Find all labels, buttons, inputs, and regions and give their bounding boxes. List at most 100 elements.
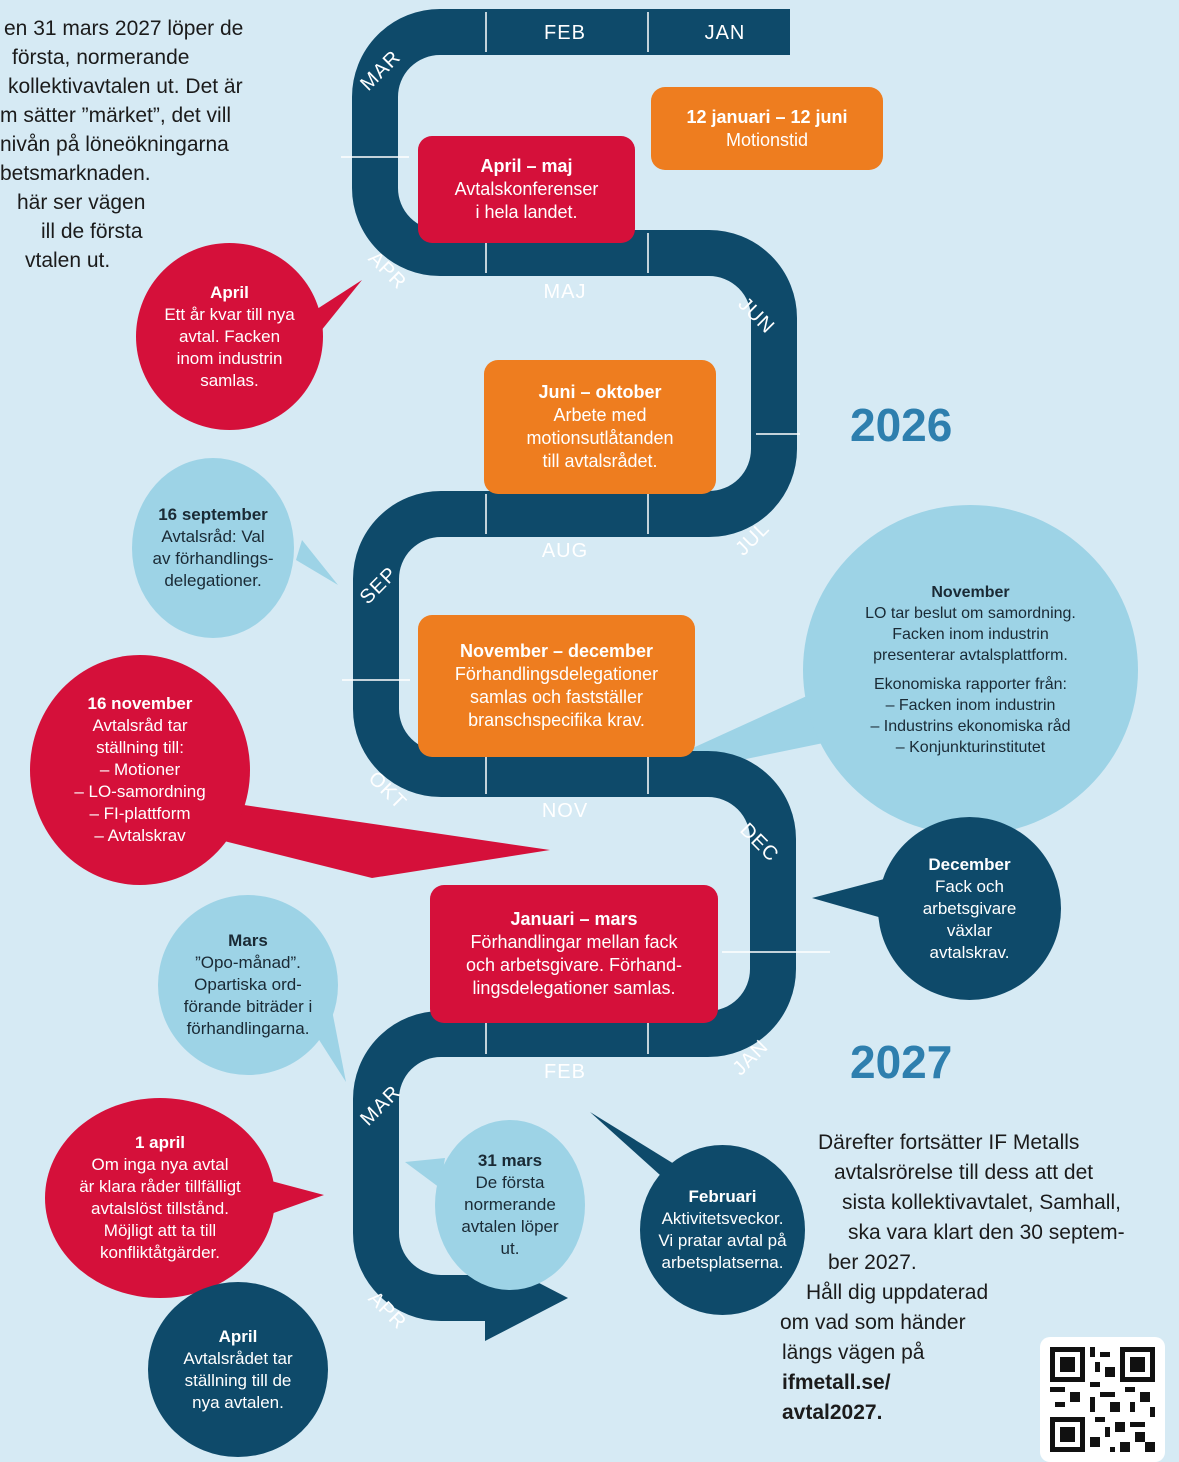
bubble-text: avtalen löper — [461, 1217, 559, 1236]
intro-line: en 31 mars 2027 löper de — [4, 17, 244, 40]
bubble-16-november: 16 november Avtalsråd tar ställning till… — [30, 655, 250, 885]
bubble-text: ställning till de — [184, 1370, 292, 1390]
box-avtalskonferenser: April – maj Avtalskonferenser i hela lan… — [418, 136, 635, 243]
bubble-mars: Mars ”Opo-månad”. Opartiska ord- förande… — [158, 895, 338, 1075]
bubble-title: 16 november — [87, 694, 193, 713]
box-motionsutlatanden: Juni – oktober Arbete med motionsutlåtan… — [484, 360, 716, 494]
box-text: Förhandlingsdelegationer — [454, 664, 659, 684]
box-text: Motionstid — [725, 129, 809, 150]
update-line: längs vägen på — [782, 1341, 925, 1364]
box-title: April – maj — [480, 156, 573, 176]
bubble-text: ut. — [500, 1239, 520, 1258]
bubble-text: ställning till: — [96, 738, 184, 757]
bubble-text: avtal. Facken — [178, 326, 281, 346]
update-line: om vad som händer — [780, 1311, 966, 1334]
box-motionstid: 12 januari – 12 juni Motionstid — [651, 87, 883, 170]
intro-line: kollektivavtalen ut. Det är — [8, 75, 243, 98]
bubble-april-2027: April Avtalsrådet tar ställning till de … — [148, 1282, 328, 1457]
bubble-title: 1 april — [134, 1133, 186, 1152]
month-aug: AUG — [542, 540, 588, 562]
outro-line: ska vara klart den 30 septem- — [848, 1221, 1125, 1244]
month-jan-2026: JAN — [705, 22, 746, 44]
box-title: Juni – oktober — [538, 382, 662, 402]
qr-code-icon[interactable] — [1040, 1337, 1165, 1462]
outro-text: Därefter fortsätter IF Metalls avtalsrör… — [800, 1128, 1125, 1278]
box-text: till avtalsrådet. — [542, 451, 658, 471]
website-link[interactable]: ifmetall.se/ — [782, 1371, 891, 1394]
bubble-title: 16 september — [158, 505, 268, 524]
bubble-text: – Konjunkturinstitutet — [895, 739, 1046, 756]
bubble-februari: Februari Aktivitetsveckor. Vi pratar avt… — [640, 1145, 805, 1315]
box-title: November – december — [459, 641, 654, 661]
box-forhandlingsdelegationer: November – december Förhandlingsdelegati… — [418, 615, 695, 757]
outro-line: sista kollektivavtalet, Samhall, — [842, 1191, 1121, 1214]
bubble-text: – Industrins ekonomiska råd — [870, 718, 1071, 735]
bubble-tail-december — [812, 878, 888, 918]
bubble-text: avtalslöst tillstånd. — [91, 1199, 229, 1218]
month-feb-2027: FEB — [544, 1061, 586, 1083]
year-2027: 2027 — [850, 1036, 953, 1088]
bubble-text: Om inga nya avtal — [91, 1155, 229, 1174]
bubble-april-2026: April Ett år kvar till nya avtal. Facken… — [136, 243, 323, 430]
bubble-text: Opartiska ord- — [194, 975, 302, 994]
box-text: lingsdelegationer samlas. — [472, 978, 676, 998]
outro-line: Därefter fortsätter IF Metalls — [818, 1131, 1080, 1154]
bubble-text: Möjligt att ta till — [103, 1221, 217, 1240]
bubble-november: November LO tar beslut om samordning. Fa… — [803, 505, 1138, 835]
bubble-text: – Facken inom industrin — [885, 697, 1056, 714]
bubble-subtitle: Ekonomiska rapporter från: — [874, 676, 1067, 693]
box-text: Förhandlingar mellan fack — [470, 932, 678, 952]
website-link[interactable]: avtal2027. — [782, 1401, 883, 1424]
box-text: branschspecifika krav. — [468, 710, 645, 730]
box-forhandlingar: Januari – mars Förhandlingar mellan fack… — [430, 885, 718, 1023]
box-text: motionsutlåtanden — [526, 428, 674, 448]
bubble-1-april: 1 april Om inga nya avtal är klara råder… — [45, 1098, 275, 1298]
bubble-text: nya avtalen. — [192, 1392, 284, 1412]
bubble-title: November — [931, 584, 1010, 601]
bubble-title: April — [210, 282, 249, 302]
bubble-text: Ett år kvar till nya — [164, 304, 295, 324]
bubble-text: avtalskrav. — [929, 942, 1010, 962]
bubble-text: Fack och — [935, 876, 1004, 896]
year-2026: 2026 — [850, 399, 953, 451]
bubble-tail-sept16 — [296, 540, 338, 585]
bubble-text: Aktivitetsveckor. — [661, 1209, 784, 1228]
bubble-text: konfliktåtgärder. — [99, 1243, 220, 1262]
bubble-text: LO tar beslut om samordning. — [865, 605, 1076, 622]
bubble-16-september: 16 september Avtalsråd: Val av förhandli… — [132, 458, 294, 638]
intro-line: m sätter ”märket”, det vill — [0, 104, 232, 127]
intro-text: en 31 mars 2027 löper de första, normera… — [0, 14, 243, 275]
box-title: Januari – mars — [510, 909, 638, 929]
bubble-title: 31 mars — [477, 1151, 543, 1170]
bubble-text: samlas. — [200, 370, 259, 390]
bubble-text: inom industrin — [176, 348, 283, 368]
intro-line: ill de första — [41, 220, 143, 243]
bubble-text: förhandlingarna. — [186, 1019, 310, 1038]
qr-code-graphic — [1050, 1347, 1155, 1452]
bubble-text: delegationer. — [164, 571, 262, 590]
bubble-text: ”Opo-månad”. — [195, 953, 301, 972]
outro-line: ber 2027. — [828, 1251, 917, 1274]
bubble-text: Facken inom industrin — [892, 626, 1049, 643]
bubble-text: – Avtalskrav — [94, 826, 186, 845]
intro-line: vtalen ut. — [25, 249, 111, 272]
box-text: Avtalskonferenser — [454, 179, 599, 199]
bubble-tail-mars31 — [405, 1158, 445, 1188]
bubble-text: arbetsplatserna. — [661, 1253, 784, 1272]
month-feb-2026: FEB — [544, 22, 586, 44]
bubble-text: normerande — [464, 1195, 556, 1214]
bubble-tail-april1st — [260, 1178, 324, 1215]
box-text: i hela landet. — [475, 202, 578, 222]
bubble-text: Vi pratar avtal på — [658, 1231, 787, 1250]
bubble-text: av förhandlings- — [152, 549, 274, 568]
update-line: Håll dig uppdaterad — [806, 1281, 989, 1304]
bubble-text: Avtalsråd: Val — [161, 527, 265, 546]
road-path — [352, 9, 797, 1321]
bubble-text: förande biträder i — [183, 997, 313, 1016]
bubble-text: – LO-samordning — [74, 782, 206, 801]
bubble-tail-nov16 — [200, 800, 550, 878]
box-title: 12 januari – 12 juni — [686, 106, 848, 127]
intro-line: betsmarknaden. — [0, 162, 151, 185]
box-text: och arbetsgivare. Förhand- — [465, 955, 683, 975]
